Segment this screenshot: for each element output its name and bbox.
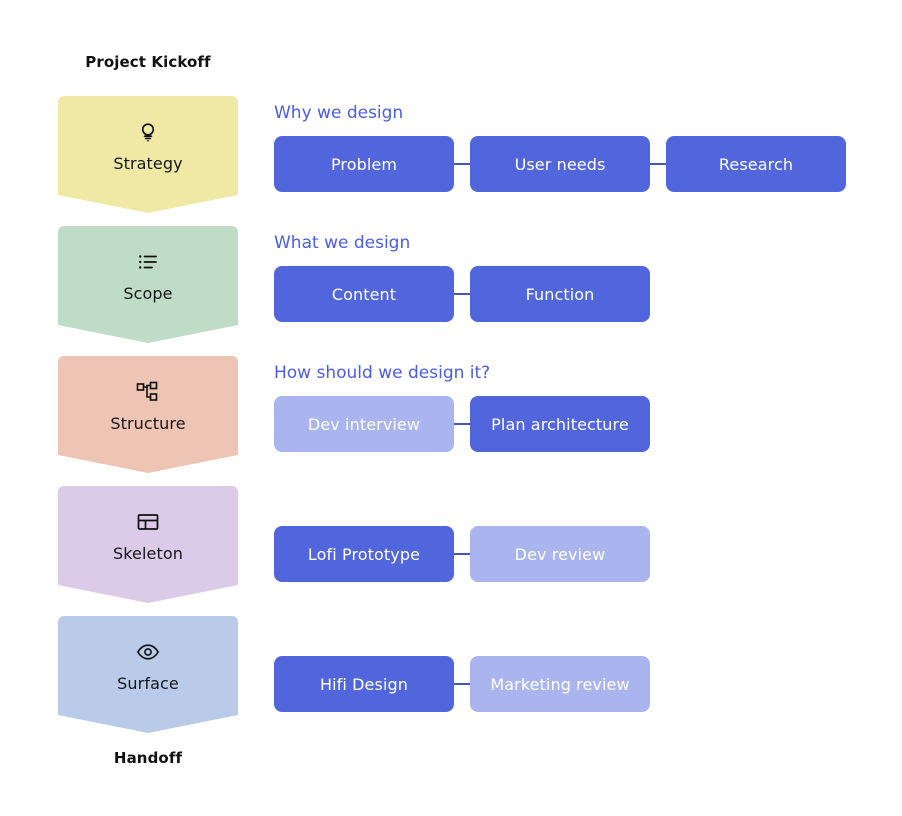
phase-card[interactable]: Problem [274, 136, 454, 192]
card-connector [650, 163, 666, 165]
phase-card-group: Hifi Design Marketing review [274, 656, 650, 712]
card-connector [454, 553, 470, 555]
card-connector [454, 423, 470, 425]
phase-card[interactable]: Content [274, 266, 454, 322]
card-connector [454, 293, 470, 295]
phase-card-group: Problem User needs Research [274, 136, 846, 192]
phase-row: How should we design it? Dev interview Pla… [274, 356, 874, 486]
phase-card[interactable]: Function [470, 266, 650, 322]
phase-row: Hifi Design Marketing review [274, 616, 874, 746]
stage-label: Surface [117, 673, 179, 693]
card-connector [454, 163, 470, 165]
card-connector [454, 683, 470, 685]
sitemap-icon [135, 379, 161, 405]
stage-structure[interactable]: Structure [58, 356, 238, 455]
phase-card[interactable]: Lofi Prototype [274, 526, 454, 582]
stage-surface[interactable]: Surface [58, 616, 238, 715]
phase-card[interactable]: Dev interview [274, 396, 454, 452]
phase-title: How should we design it? [274, 363, 491, 383]
phase-title: Why we design [274, 103, 404, 123]
stage-label: Scope [123, 283, 173, 303]
phase-card[interactable]: Plan architecture [470, 396, 650, 452]
phase-card-group: Content Function [274, 266, 650, 322]
eye-icon [135, 639, 161, 665]
phase-card-group: Dev interview Plan architecture [274, 396, 650, 452]
phase-card[interactable]: Hifi Design [274, 656, 454, 712]
phase-row: Lofi Prototype Dev review [274, 486, 874, 616]
stage-label: Strategy [113, 153, 183, 173]
milestone-start-label: Project Kickoff [85, 53, 211, 71]
phase-card[interactable]: User needs [470, 136, 650, 192]
lightbulb-icon [135, 119, 161, 145]
phase-title: What we design [274, 233, 411, 253]
stage-skeleton[interactable]: Skeleton [58, 486, 238, 585]
phase-card[interactable]: Research [666, 136, 846, 192]
stage-strategy[interactable]: Strategy [58, 96, 238, 195]
stage-label: Skeleton [113, 543, 183, 563]
list-icon [135, 249, 161, 275]
phase-card[interactable]: Dev review [470, 526, 650, 582]
phase-card[interactable]: Marketing review [470, 656, 650, 712]
stage-label: Structure [110, 413, 186, 433]
stage-scope[interactable]: Scope [58, 226, 238, 325]
milestone-end-label: Handoff [113, 749, 183, 767]
layout-icon [135, 509, 161, 535]
phase-card-group: Lofi Prototype Dev review [274, 526, 650, 582]
